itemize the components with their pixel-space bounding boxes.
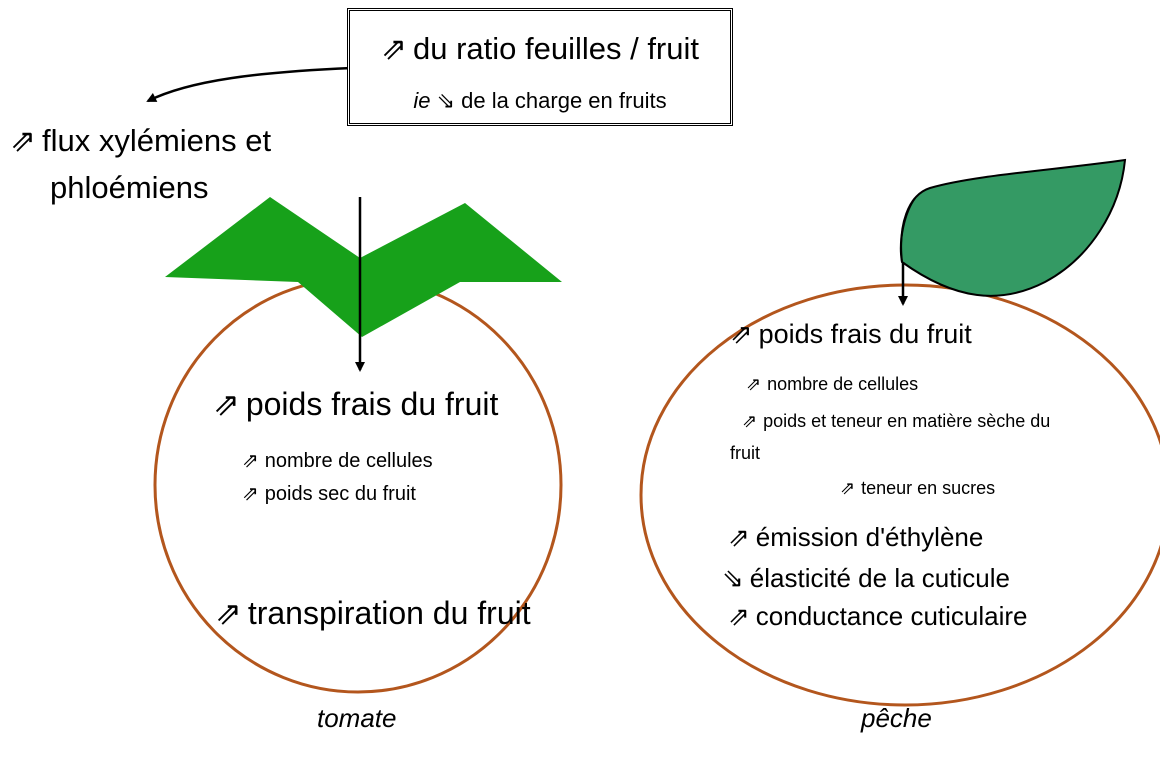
flux-line-2: phloémiens: [50, 170, 209, 205]
peach-label: pêche: [861, 703, 932, 733]
curved-arrow-to-flux: [146, 66, 353, 103]
peach-elasticity: ⇘élasticité de la cuticule: [722, 563, 1010, 593]
tomato-main: ⇗poids frais du fruit: [213, 386, 499, 422]
peach-fruit: [639, 283, 1160, 707]
up-arrow-icon: ⇗: [746, 374, 762, 394]
peach-sub2-line1: ⇗poids et teneur en matière sèche du: [742, 411, 1051, 431]
up-arrow-icon: ⇗: [728, 522, 750, 552]
peach-sub1: ⇗nombre de cellules: [746, 374, 919, 394]
up-arrow-icon: ⇗: [728, 601, 750, 631]
up-arrow-icon: ⇗: [380, 31, 407, 66]
peach-sub3: ⇗teneur en sucres: [840, 478, 996, 498]
tomato-transpiration: ⇗transpiration du fruit: [215, 595, 531, 631]
ratio-box: ⇗du ratio feuilles / fruit ie ⇘de la cha…: [347, 8, 733, 126]
peach-conductance: ⇗conductance cuticulaire: [728, 601, 1028, 631]
peach-sub2-line2: fruit: [730, 443, 761, 463]
peach-leaf: [900, 158, 1127, 297]
up-arrow-icon: ⇗: [840, 478, 856, 498]
tomato-leaves: [165, 197, 562, 337]
down-arrow-icon: ⇘: [436, 88, 456, 113]
up-arrow-icon: ⇗: [742, 411, 758, 431]
up-arrow-icon: ⇗: [242, 483, 259, 505]
up-arrow-icon: ⇗: [730, 319, 753, 349]
ratio-title: ⇗du ratio feuilles / fruit: [380, 31, 699, 66]
tomato-sub2: ⇗poids sec du fruit: [242, 483, 416, 505]
up-arrow-icon: ⇗: [213, 386, 240, 422]
peach-stem: [899, 197, 916, 263]
up-arrow-icon: ⇗: [215, 595, 242, 631]
tomato-label: tomate: [317, 703, 397, 733]
peach-main: ⇗poids frais du fruit: [730, 319, 972, 349]
flux-line-1: ⇗flux xylémiens et: [10, 123, 272, 158]
down-arrow-icon: ⇘: [722, 563, 744, 593]
tomato-sub1: ⇗nombre de cellules: [242, 450, 433, 472]
up-arrow-icon: ⇗: [10, 123, 36, 158]
peach-ethylene: ⇗émission d'éthylène: [728, 522, 984, 552]
ratio-subtitle: ie ⇘de la charge en fruits: [413, 88, 667, 113]
up-arrow-icon: ⇗: [242, 450, 259, 472]
